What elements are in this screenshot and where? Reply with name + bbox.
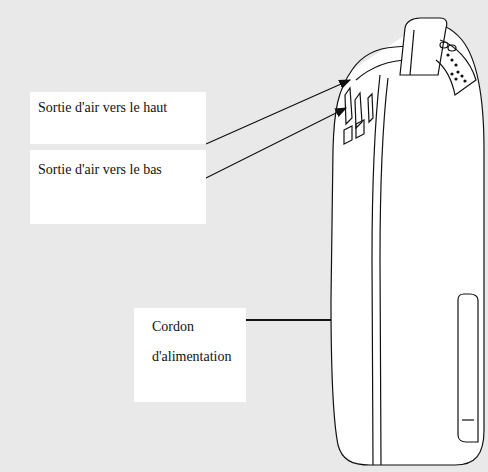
callout-label: Cordon d'alimentation bbox=[152, 319, 232, 364]
callout-label: Sortie d'air vers le bas bbox=[38, 162, 162, 177]
label-box: Sortie d'air vers le bas bbox=[30, 150, 206, 224]
label-box: Sortie d'air vers le haut bbox=[30, 92, 206, 144]
callout-label: Sortie d'air vers le haut bbox=[38, 100, 167, 115]
label-box: Cordon d'alimentation bbox=[134, 308, 246, 402]
